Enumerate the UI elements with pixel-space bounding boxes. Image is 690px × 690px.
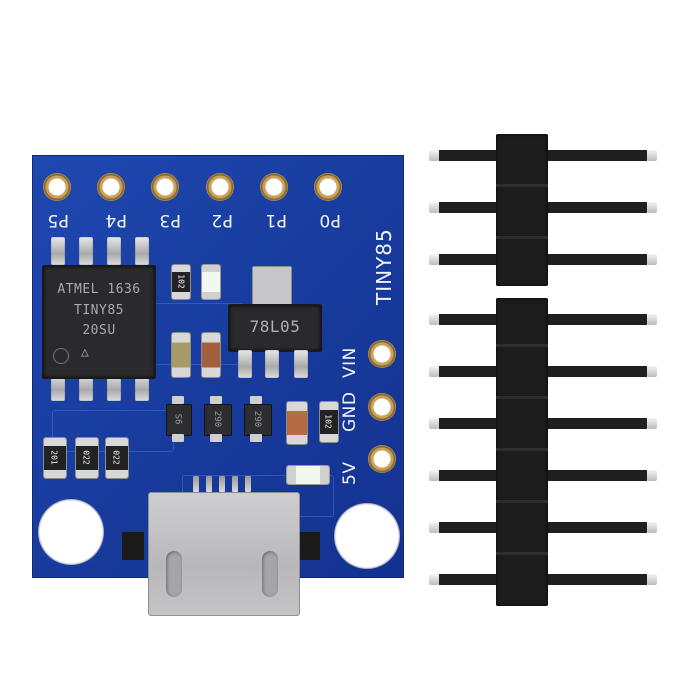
label-p3: P3: [158, 210, 182, 230]
diode-lead: [250, 396, 262, 404]
pad-p4: [97, 173, 125, 201]
mcu-leg: [135, 373, 149, 401]
usb-pin: [193, 476, 199, 492]
pad-p5: [43, 173, 71, 201]
capacitor: [202, 333, 220, 377]
diode-lead: [210, 434, 222, 442]
pin-tip: [429, 418, 439, 429]
diode-1: S6: [166, 404, 192, 436]
usb-solder-tab: [122, 532, 144, 560]
pin-tip: [429, 314, 439, 325]
pin-tip: [647, 150, 657, 161]
regulator-78l05: 78L05: [228, 304, 322, 352]
usb-pin: [245, 476, 251, 492]
pin-tip: [647, 418, 657, 429]
mcu-leg: [51, 237, 65, 265]
diode-lead: [210, 396, 222, 404]
board-name-label: TINY85: [372, 228, 396, 305]
usb-latch-slot: [166, 551, 182, 597]
pin-tip: [429, 202, 439, 213]
pad-vin: [368, 340, 396, 368]
mcu-line3: 20SU: [82, 323, 116, 338]
mcu-leg: [135, 237, 149, 265]
regulator-tab: [252, 266, 292, 306]
pin-tip: [429, 150, 439, 161]
mounting-hole-right: [334, 503, 400, 569]
mcu-leg: [107, 373, 121, 401]
resistor-top: 102: [172, 265, 190, 299]
mcu-leg: [79, 237, 93, 265]
pad-p0: [314, 173, 342, 201]
usb-solder-tab: [298, 532, 320, 560]
label-p4: P4: [104, 210, 128, 230]
resistor-right: 102: [320, 402, 338, 442]
mcu-leg: [51, 373, 65, 401]
mcu-leg: [107, 237, 121, 265]
capacitor: [172, 333, 190, 377]
regulator-leg: [265, 350, 279, 378]
pin-tip: [647, 366, 657, 377]
usb-pin: [219, 476, 225, 492]
pin-tip: [429, 366, 439, 377]
pin-tip: [647, 202, 657, 213]
mcu-line1: ATMEL 1636: [57, 282, 141, 297]
regulator-leg: [294, 350, 308, 378]
micro-usb-port[interactable]: [148, 492, 300, 616]
pin1-dot-icon: [53, 348, 69, 364]
regulator-leg: [238, 350, 252, 378]
diode-lead: [172, 396, 184, 404]
pad-p1: [260, 173, 288, 201]
pin-tip: [647, 254, 657, 265]
label-5v: 5V: [340, 461, 360, 485]
header-housing-6pin: [496, 298, 548, 606]
mcu-line2: TINY85: [74, 303, 124, 318]
usb-pin: [206, 476, 212, 492]
pin-tip: [647, 522, 657, 533]
capacitor: [287, 402, 307, 444]
attiny85-chip: ATMEL 1636 TINY85 20SU △: [42, 265, 156, 379]
mcu-leg: [79, 373, 93, 401]
label-vin: VIN: [340, 347, 360, 378]
pin-tip: [647, 470, 657, 481]
pad-p3: [151, 173, 179, 201]
usb-pin: [232, 476, 238, 492]
pin-tip: [429, 522, 439, 533]
label-p5: P5: [46, 210, 70, 230]
led-power: [202, 265, 220, 299]
resistor-bottom-2: 022: [76, 438, 98, 478]
diode-lead: [172, 434, 184, 442]
resistor-bottom-1: 201: [44, 438, 66, 478]
label-p2: P2: [210, 210, 234, 230]
usb-latch-slot: [262, 551, 278, 597]
label-gnd: GND: [340, 391, 360, 432]
label-p1: P1: [264, 210, 288, 230]
pin-tip: [429, 470, 439, 481]
mounting-hole-left: [38, 499, 104, 565]
diode-lead: [250, 434, 262, 442]
pin-tip: [647, 314, 657, 325]
pin-tip: [429, 574, 439, 585]
mcu-mark: △: [81, 345, 89, 360]
pin-tip: [429, 254, 439, 265]
pin-tip: [647, 574, 657, 585]
header-housing-3pin: [496, 134, 548, 286]
pad-p2: [206, 173, 234, 201]
pad-gnd: [368, 393, 396, 421]
diode-3: 290: [244, 404, 272, 436]
led-status: [287, 466, 329, 484]
diode-2: 290: [204, 404, 232, 436]
regulator-label: 78L05: [249, 317, 301, 336]
pad-5v: [368, 445, 396, 473]
label-p0: P0: [318, 210, 342, 230]
resistor-bottom-3: 022: [106, 438, 128, 478]
